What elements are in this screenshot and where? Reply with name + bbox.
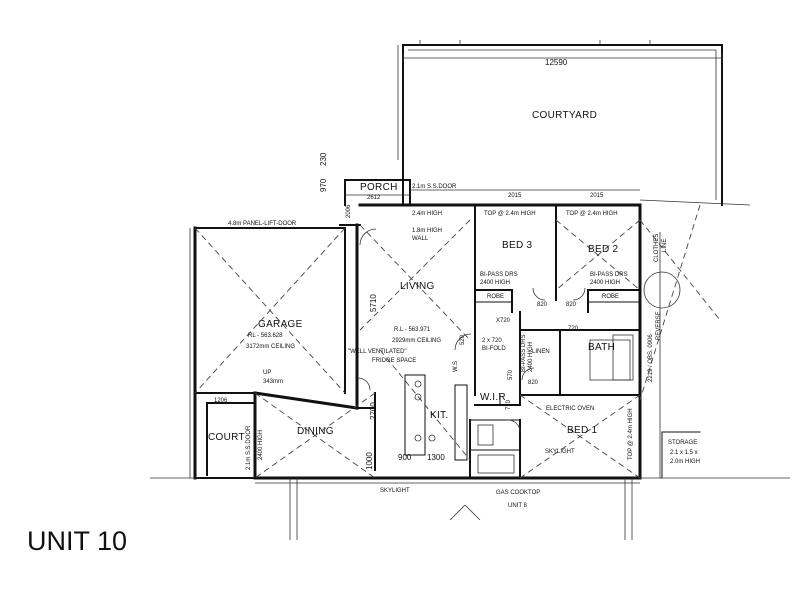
room-labels: COURTYARD PORCH GARAGE LIVING DINING KIT…	[208, 110, 697, 509]
dim-970: 970	[319, 178, 328, 192]
note-storage-a: 2.1 x 1.5 x	[670, 450, 698, 456]
room-bed2: BED 2	[588, 244, 619, 255]
room-porch: PORCH	[360, 182, 398, 193]
room-linen: LINEN	[532, 349, 550, 355]
dim-520: 520	[460, 334, 466, 345]
dim-12590: 12590	[545, 58, 568, 67]
note-reverse: REVERSE	[656, 311, 662, 340]
note-fridge: FRIDGE SPACE	[372, 358, 416, 364]
door-swings	[357, 228, 681, 474]
room-wir: W.I.R	[480, 392, 506, 403]
plan-notes: 2.1m S.S.DOOR 2.4m HIGH TOP @ 2.4m HIGH …	[228, 184, 700, 496]
dim-720-a: 720	[500, 318, 511, 324]
dim-2700: 2700	[369, 402, 378, 420]
note-wall: WALL	[412, 236, 429, 242]
dim-820-a: 820	[537, 302, 548, 308]
note-ventilated: "WELL VENTILATED"	[348, 349, 407, 355]
room-bath: BATH	[588, 342, 615, 353]
dim-1000: 1000	[365, 452, 374, 470]
room-unit-8: UNIT 8	[508, 503, 528, 509]
dashed-diagonals	[194, 204, 721, 479]
dim-720-b: 720	[568, 326, 579, 332]
note-rl-living: R.L - 563.971	[394, 327, 431, 333]
note-rl-garage: RL - 563.628	[248, 333, 283, 339]
note-x: X	[496, 318, 500, 324]
note-linen-drs: BI-PASS DRS	[521, 334, 527, 372]
dim-900: 900	[398, 453, 412, 462]
room-storage: STORAGE	[668, 440, 697, 446]
room-living: LIVING	[400, 281, 435, 292]
room-bed1: BED 1	[567, 425, 598, 436]
dim-820-b: 820	[566, 302, 577, 308]
note-top-24-bed2: TOP @ 2.4m HIGH	[566, 211, 618, 217]
dim-5710: 5710	[369, 294, 378, 312]
note-storage-b: 2.0m HIGH	[670, 459, 700, 465]
dimension-labels: 12590 970 230 2612 2015 2015 2006 5710 2…	[214, 58, 604, 470]
note-18-high: 1.8m HIGH	[412, 228, 442, 234]
house-walls	[189, 179, 751, 480]
note-top-24-bed3: TOP @ 2.4m HIGH	[484, 211, 536, 217]
note-bipass-bed3-high: 2400 HIGH	[480, 280, 510, 286]
note-panel-lift: 4.8m PANEL-LIFT-DOOR	[228, 221, 297, 227]
courtyard-area	[397, 40, 723, 206]
note-living-ceiling: 2929mm CEILING	[392, 338, 441, 344]
note-up: UP	[263, 370, 271, 376]
note-linen-high: 2400 HIGH	[528, 342, 534, 372]
dim-2612: 2612	[367, 195, 381, 201]
room-robe-bed2: ROBE	[602, 294, 619, 300]
dim-1300: 1300	[427, 453, 445, 462]
dim-2006: 2006	[346, 204, 352, 218]
note-up-mm: 343mm	[263, 379, 283, 385]
note-ws: W.S	[453, 361, 459, 372]
note-skylight-a: SKYLIGHT	[545, 449, 575, 455]
dim-2015-a: 2015	[508, 193, 522, 199]
room-courtyard: COURTYARD	[532, 110, 597, 121]
room-bed3: BED 3	[502, 240, 533, 251]
room-robe-bed3: ROBE	[487, 294, 504, 300]
dim-570: 570	[508, 369, 514, 380]
note-court-door: 2.1m S.S.DOOR	[246, 425, 252, 470]
dim-1206: 1206	[214, 398, 228, 404]
room-court: COURT	[208, 432, 245, 443]
note-bipass-bed2-high: 2400 HIGH	[590, 280, 620, 286]
note-skylight-b: SKYLIGHT	[380, 488, 410, 494]
room-kitchen: KIT.	[430, 410, 448, 421]
note-electric-oven: ELECTRIC OVEN	[546, 406, 594, 412]
note-24-high: 2.4m HIGH	[412, 211, 442, 217]
note-bifold: BI-FOLD	[482, 346, 506, 352]
dim-230: 230	[319, 152, 328, 166]
dim-2015-b: 2015	[590, 193, 604, 199]
lower-lines	[150, 232, 790, 540]
dim-770: 770	[506, 399, 512, 410]
note-gas-cooktop: GAS COOKTOP	[496, 490, 540, 496]
plan-title: UNIT 10	[27, 526, 127, 556]
note-court-high: 2400 HIGH	[258, 430, 264, 460]
note-bipass-bed3: BI-PASS DRS	[480, 272, 518, 278]
note-bed1-top: TOP @ 2.4m HIGH	[628, 408, 634, 460]
room-garage: GARAGE	[258, 319, 303, 330]
note-clothes: CLOTHES	[654, 234, 660, 262]
dim-820-c: 820	[528, 380, 539, 386]
note-garage-ceiling: 3172mm CEILING	[246, 344, 295, 350]
note-bifold-dim: 2 x 720	[482, 338, 502, 344]
note-ss-door: 2.1m S.S.DOOR	[412, 184, 457, 190]
note-line: LINE	[662, 239, 668, 252]
note-reverse-code: 2219 / OBS. 0906	[648, 334, 654, 382]
room-dining: DINING	[297, 426, 334, 437]
note-bipass-bed2: BI-PASS DRS	[590, 272, 628, 278]
